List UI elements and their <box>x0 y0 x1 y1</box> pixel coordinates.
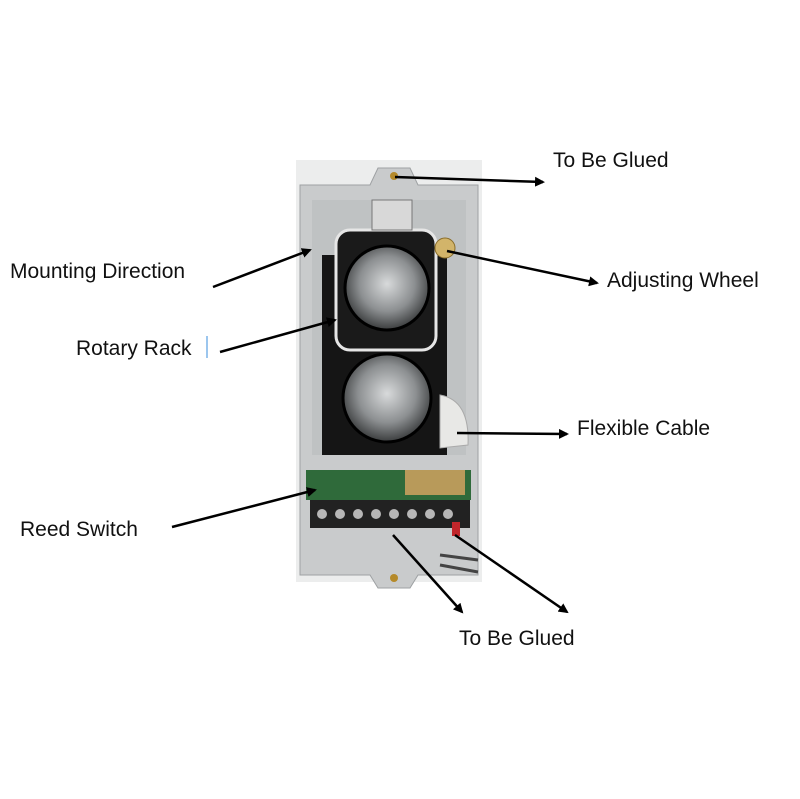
arrow-reed-switch <box>171 487 317 529</box>
label-to-be-glued-bottom: To Be Glued <box>459 627 575 650</box>
label-adjusting-wheel: Adjusting Wheel <box>607 269 759 292</box>
lens-assembly <box>322 199 469 455</box>
label-rotary-rack: Rotary Rack <box>76 337 192 360</box>
label-to-be-glued-top: To Be Glued <box>553 149 669 172</box>
arrow-rotary-rack <box>219 317 337 354</box>
arrow-flexible-cable <box>456 428 569 439</box>
label-mounting-direction: Mounting Direction <box>10 260 186 283</box>
arrow-adjusting-wheel <box>446 249 599 287</box>
label-reed-switch: Reed Switch <box>20 518 138 541</box>
terminal-board <box>306 470 479 574</box>
arrow-to-be-glued-bottom-1 <box>392 534 464 614</box>
arrow-mounting-direction <box>212 248 312 289</box>
arrow-to-be-glued-top <box>394 175 545 187</box>
label-flexible-cable: Flexible Cable <box>577 417 711 440</box>
text-cursor <box>206 336 208 358</box>
arrow-to-be-glued-bottom-2 <box>454 533 569 614</box>
